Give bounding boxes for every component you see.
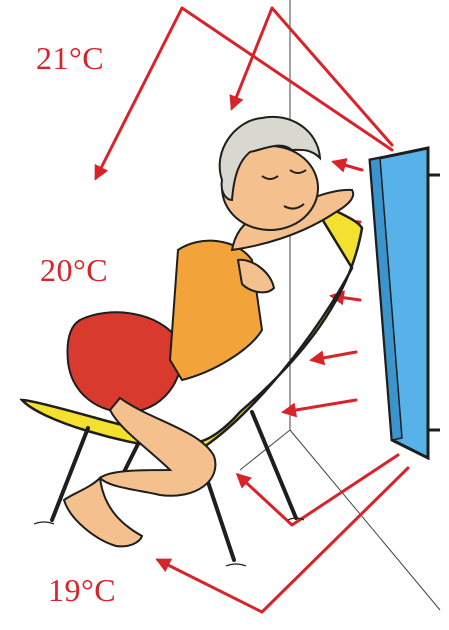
woman — [64, 117, 353, 547]
radiator — [370, 148, 440, 458]
temperature-label-top: 21°C — [36, 40, 104, 77]
floor-shadow — [34, 518, 304, 566]
temperature-label-middle: 20°C — [40, 252, 108, 289]
temperature-label-bottom: 19°C — [48, 572, 116, 609]
